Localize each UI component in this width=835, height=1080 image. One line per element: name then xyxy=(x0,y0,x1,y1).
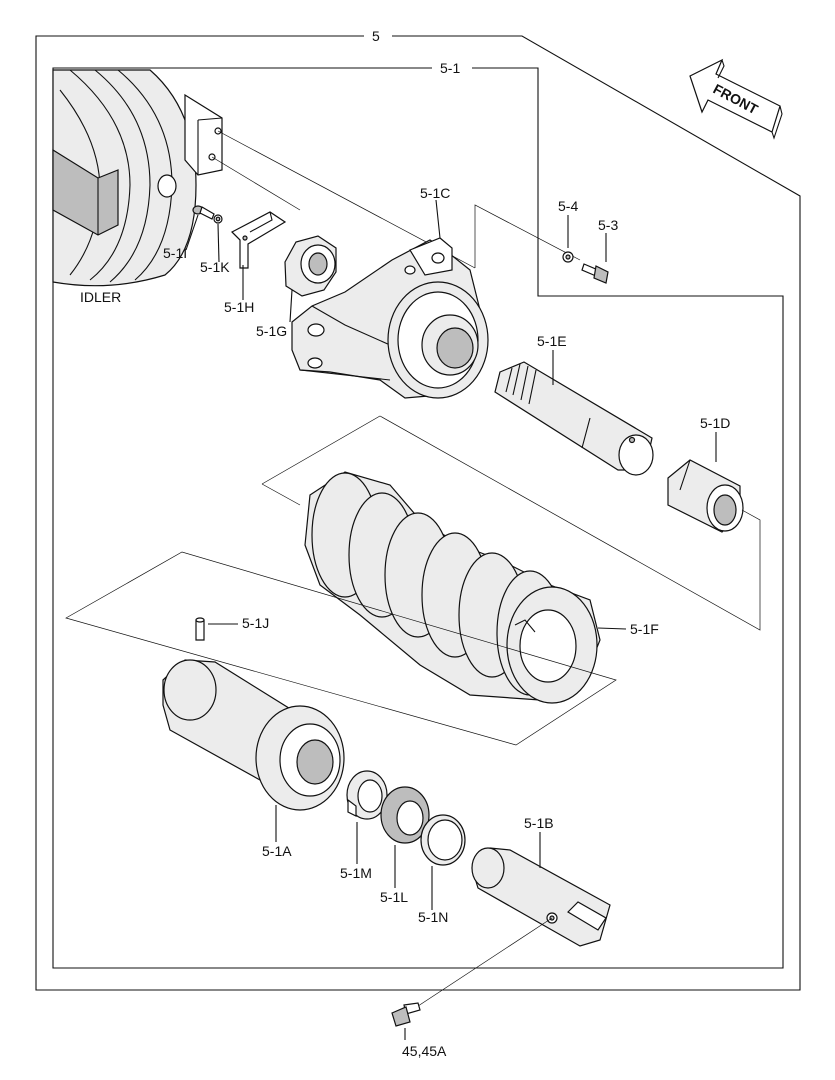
label-45-45A: 45,45A xyxy=(402,1043,447,1059)
label-5-1B: 5-1B xyxy=(524,815,554,831)
label-5-1L: 5-1L xyxy=(380,889,408,905)
idler-label: IDLER xyxy=(80,289,121,305)
bolt-5-1I xyxy=(192,205,215,220)
label-5-3: 5-3 xyxy=(598,217,618,233)
label-5-1D: 5-1D xyxy=(700,415,730,431)
ring-5-1N xyxy=(420,814,466,866)
label-5-1A: 5-1A xyxy=(262,843,292,859)
label-5-1C: 5-1C xyxy=(420,185,450,201)
sub-assembly-5-1-label: 5-1 xyxy=(440,60,460,76)
bushing-5-1D xyxy=(667,459,744,533)
nut-5-1G xyxy=(284,235,337,297)
label-5-1N: 5-1N xyxy=(418,909,448,925)
label-5-1E: 5-1E xyxy=(537,333,567,349)
idler-wheel: IDLER xyxy=(52,69,223,305)
label-5-1K: 5-1K xyxy=(200,259,230,275)
assembly-5-label: 5 xyxy=(372,28,380,44)
shaft-5-1E xyxy=(494,361,654,476)
label-5-1F: 5-1F xyxy=(630,621,659,637)
shaft-5-1B xyxy=(471,847,611,947)
label-5-1M: 5-1M xyxy=(340,865,372,881)
front-arrow-icon: FRONT xyxy=(689,58,783,140)
label-5-4: 5-4 xyxy=(558,198,578,214)
yoke-5-1C xyxy=(291,237,489,399)
label-5-1I: 5-1I xyxy=(163,245,187,261)
snap-ring-5-1M xyxy=(346,770,388,820)
label-5-1J: 5-1J xyxy=(242,615,269,631)
spring-5-1F xyxy=(304,471,601,704)
seal-5-1L xyxy=(380,786,430,844)
bracket-5-1H xyxy=(230,211,287,269)
tube-5-1A xyxy=(162,659,345,811)
label-5-1G: 5-1G xyxy=(256,323,287,339)
bolt-5-3 xyxy=(581,263,609,284)
bolt-45-45A xyxy=(391,1002,421,1027)
label-5-1H: 5-1H xyxy=(224,299,254,315)
assembly-5-frame xyxy=(35,35,801,991)
